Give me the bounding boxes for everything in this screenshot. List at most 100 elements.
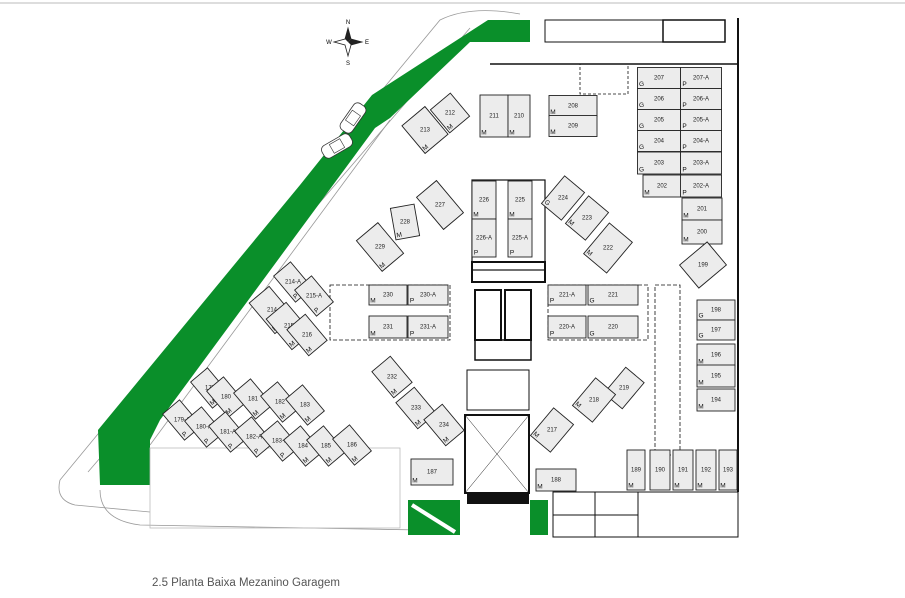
parking-space-number: 225 xyxy=(515,198,526,204)
parking-space-outline xyxy=(680,174,722,198)
parking-space-number: 185 xyxy=(321,444,332,450)
parking-space-outline xyxy=(368,284,408,306)
parking-space-number: 207 xyxy=(654,76,665,82)
car-icon xyxy=(321,133,353,159)
parking-space-number: 193 xyxy=(723,468,734,474)
parking-space-type: P xyxy=(203,438,211,446)
planter-path xyxy=(410,503,457,534)
parking-space-type: M xyxy=(421,144,430,153)
parking-space-type: P xyxy=(410,298,414,305)
parking-space-type: P xyxy=(181,431,189,439)
parking-space-type: G xyxy=(639,123,644,130)
parking-space-type: M xyxy=(509,130,514,137)
parking-spaces: 207G207-AP206G206-AP205G205-AP204G204-AP… xyxy=(162,67,738,492)
parking-space-number: 219 xyxy=(619,386,630,392)
parking-space-outline xyxy=(718,449,738,491)
parking-space-number: 179-A xyxy=(174,418,190,424)
parking-space-number: 220-A xyxy=(559,325,575,331)
parking-space-number: 204-A xyxy=(693,139,709,145)
parking-space-outline xyxy=(547,284,587,306)
parking-space-number: 187 xyxy=(427,470,438,476)
parking-space-type: M xyxy=(442,436,451,445)
parking-space-outline xyxy=(429,92,471,134)
parking-space: 180-A P xyxy=(184,406,224,448)
parking-space: 215-AP xyxy=(294,275,334,317)
parking-space-outline xyxy=(696,319,736,341)
parking-space-outline xyxy=(233,378,273,420)
parking-space-number: 225-A xyxy=(512,236,528,242)
parking-space-outline xyxy=(286,313,328,357)
parking-space-outline xyxy=(407,315,449,339)
parking-space-type: M xyxy=(225,407,234,416)
parking-space-number: 189 xyxy=(631,468,642,474)
ramp-block xyxy=(467,492,529,504)
parking-space-number: 201 xyxy=(697,207,708,213)
parking-space-number: 206-A xyxy=(693,97,709,103)
parking-space-outline xyxy=(260,381,300,423)
parking-space-outline xyxy=(407,284,449,306)
parking-space-type: G xyxy=(698,313,703,320)
parking-space-number: 203 xyxy=(654,161,665,167)
parking-space-type: M xyxy=(325,456,334,465)
parking-space-number: 215 xyxy=(284,324,295,330)
parking-space-number: 196 xyxy=(711,353,722,359)
parking-space-outline xyxy=(695,449,717,491)
parking-space: 207-AP xyxy=(680,67,722,89)
drawing-caption: 2.5 Planta Baixa Mezanino Garagem xyxy=(152,577,340,589)
parking-space-type: G xyxy=(639,81,644,88)
parking-space-number: 218 xyxy=(589,398,600,404)
parking-space-type: M xyxy=(370,298,375,305)
parking-space: 204-AP xyxy=(680,130,722,152)
parking-space-type: P xyxy=(682,190,686,197)
parking-space-type: M xyxy=(532,431,541,440)
parking-space-number: 226-A xyxy=(476,236,492,242)
parking-space-type: M xyxy=(209,398,218,407)
parking-space-number: 182-A xyxy=(246,435,262,441)
landscape-planter xyxy=(530,500,548,535)
parking-space-outline xyxy=(696,388,736,412)
parking-space-number: 200 xyxy=(697,230,708,236)
parking-space: 182-AP xyxy=(234,416,274,458)
parking-space-type: M xyxy=(697,483,702,490)
parking-space-outline xyxy=(535,468,577,492)
parking-space-number: 183-A xyxy=(272,439,288,445)
parking-space-outline xyxy=(355,222,405,272)
parking-space-number: 234 xyxy=(439,423,450,429)
parking-space-type: G xyxy=(639,144,644,151)
parking-space-number: 180 xyxy=(221,395,232,401)
compass-rose-icon: N S E W xyxy=(326,20,369,67)
parking-space: 199 xyxy=(678,241,728,289)
parking-space-number: 208 xyxy=(568,104,579,110)
parking-space-number: 180-A xyxy=(196,425,212,431)
parking-space-type: M xyxy=(550,129,555,136)
parking-space-outline xyxy=(389,203,421,241)
parking-space-type: M xyxy=(550,109,555,116)
landscape-strip xyxy=(98,20,530,485)
parking-space-number: 205 xyxy=(654,118,665,124)
parking-space-type: M xyxy=(720,483,725,490)
parking-space-type: M xyxy=(628,483,633,490)
parking-space-type: P xyxy=(292,293,300,301)
parking-space: 227 xyxy=(415,179,465,231)
parking-space-number: 221 xyxy=(608,293,619,299)
parking-space-number: 181 xyxy=(248,397,259,403)
parking-space-number: 190 xyxy=(655,468,666,474)
